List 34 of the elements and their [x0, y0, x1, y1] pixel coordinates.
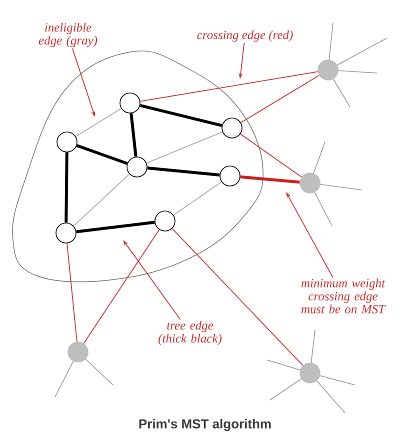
graph-edge	[146, 132, 223, 164]
outside-vertex	[300, 172, 320, 194]
graph-edge	[240, 134, 302, 178]
graph-edge	[130, 113, 138, 157]
outside-vertex	[300, 362, 320, 384]
vertex-circle	[220, 166, 240, 186]
vertex-circle	[56, 132, 78, 152]
caption: Prim's MST algorithm	[139, 418, 271, 432]
annotation-text: tree edge (thick black)	[158, 320, 222, 346]
graph-edge	[66, 242, 78, 342]
vertex-circle	[126, 156, 148, 178]
vertex-circle	[222, 118, 242, 138]
annotation-text: crossing edge (red)	[197, 30, 293, 42]
annotation-text: minimum weight crossing edge must be on MST	[301, 278, 386, 314]
graph-edge	[140, 104, 222, 127]
graph-edge	[73, 174, 130, 226]
vertex-circle	[154, 210, 176, 232]
outside-vertex	[68, 342, 88, 362]
graph-edge	[76, 220, 155, 234]
graph-edge	[147, 166, 220, 176]
graph-edge	[172, 228, 304, 366]
outside-vertex	[318, 60, 338, 80]
graph-edge	[83, 229, 160, 344]
graph-edge	[240, 175, 300, 184]
graph-edge	[64, 152, 68, 223]
graph-edge	[76, 144, 128, 165]
cut-region-outline	[12, 50, 264, 282]
vertex-circle	[56, 222, 76, 244]
graph-edge	[240, 74, 320, 124]
vertex-circle	[120, 92, 140, 114]
graph-edge	[75, 108, 122, 137]
annotation-text: ineligible edge (gray)	[38, 22, 98, 48]
graph-edge	[173, 181, 222, 216]
graph-edge	[140, 71, 318, 102]
